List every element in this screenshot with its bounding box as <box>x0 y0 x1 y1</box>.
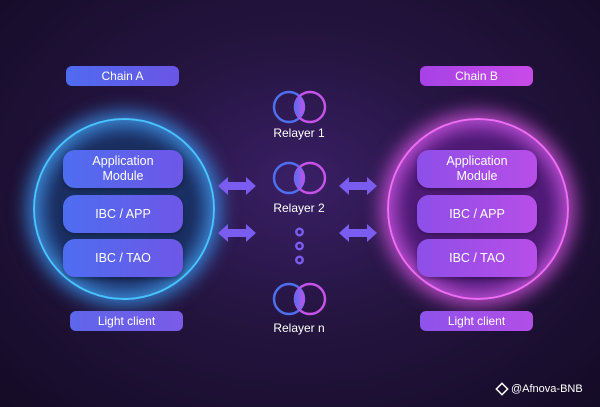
ellipsis-dots-icon <box>295 227 304 265</box>
relayer-1-label: Relayer 1 <box>273 126 325 140</box>
chain-b-application-module-label: Application Module <box>446 154 508 183</box>
chain-b-ibc-app: IBC / APP <box>417 195 537 233</box>
chain-a-ibc-tao: IBC / TAO <box>63 239 183 277</box>
chain-a-title: Chain A <box>66 66 179 86</box>
chain-a-ibc-app: IBC / APP <box>63 195 183 233</box>
double-arrow-right-top-icon <box>339 177 377 195</box>
chain-b-ibc-tao: IBC / TAO <box>417 239 537 277</box>
double-arrow-left-top-icon <box>218 177 256 195</box>
relayer-n-label: Relayer n <box>273 321 325 335</box>
double-arrow-right-bottom-icon <box>339 224 377 242</box>
relayer-2-icon <box>272 161 327 195</box>
chain-a-application-module: Application Module <box>63 150 183 188</box>
relayer-1-icon <box>272 90 327 124</box>
chain-b-title: Chain B <box>420 66 533 86</box>
double-arrow-left-bottom-icon <box>218 224 256 242</box>
chain-a-application-module-label: Application Module <box>92 154 154 183</box>
chain-b-application-module: Application Module <box>417 150 537 188</box>
watermark: @Afnova-BNB <box>511 383 583 395</box>
relayer-n-icon <box>272 282 327 316</box>
chain-b-light-client: Light client <box>420 311 533 331</box>
relayer-2-label: Relayer 2 <box>273 201 325 215</box>
chain-a-light-client: Light client <box>70 311 183 331</box>
binance-logo-icon <box>495 382 509 396</box>
